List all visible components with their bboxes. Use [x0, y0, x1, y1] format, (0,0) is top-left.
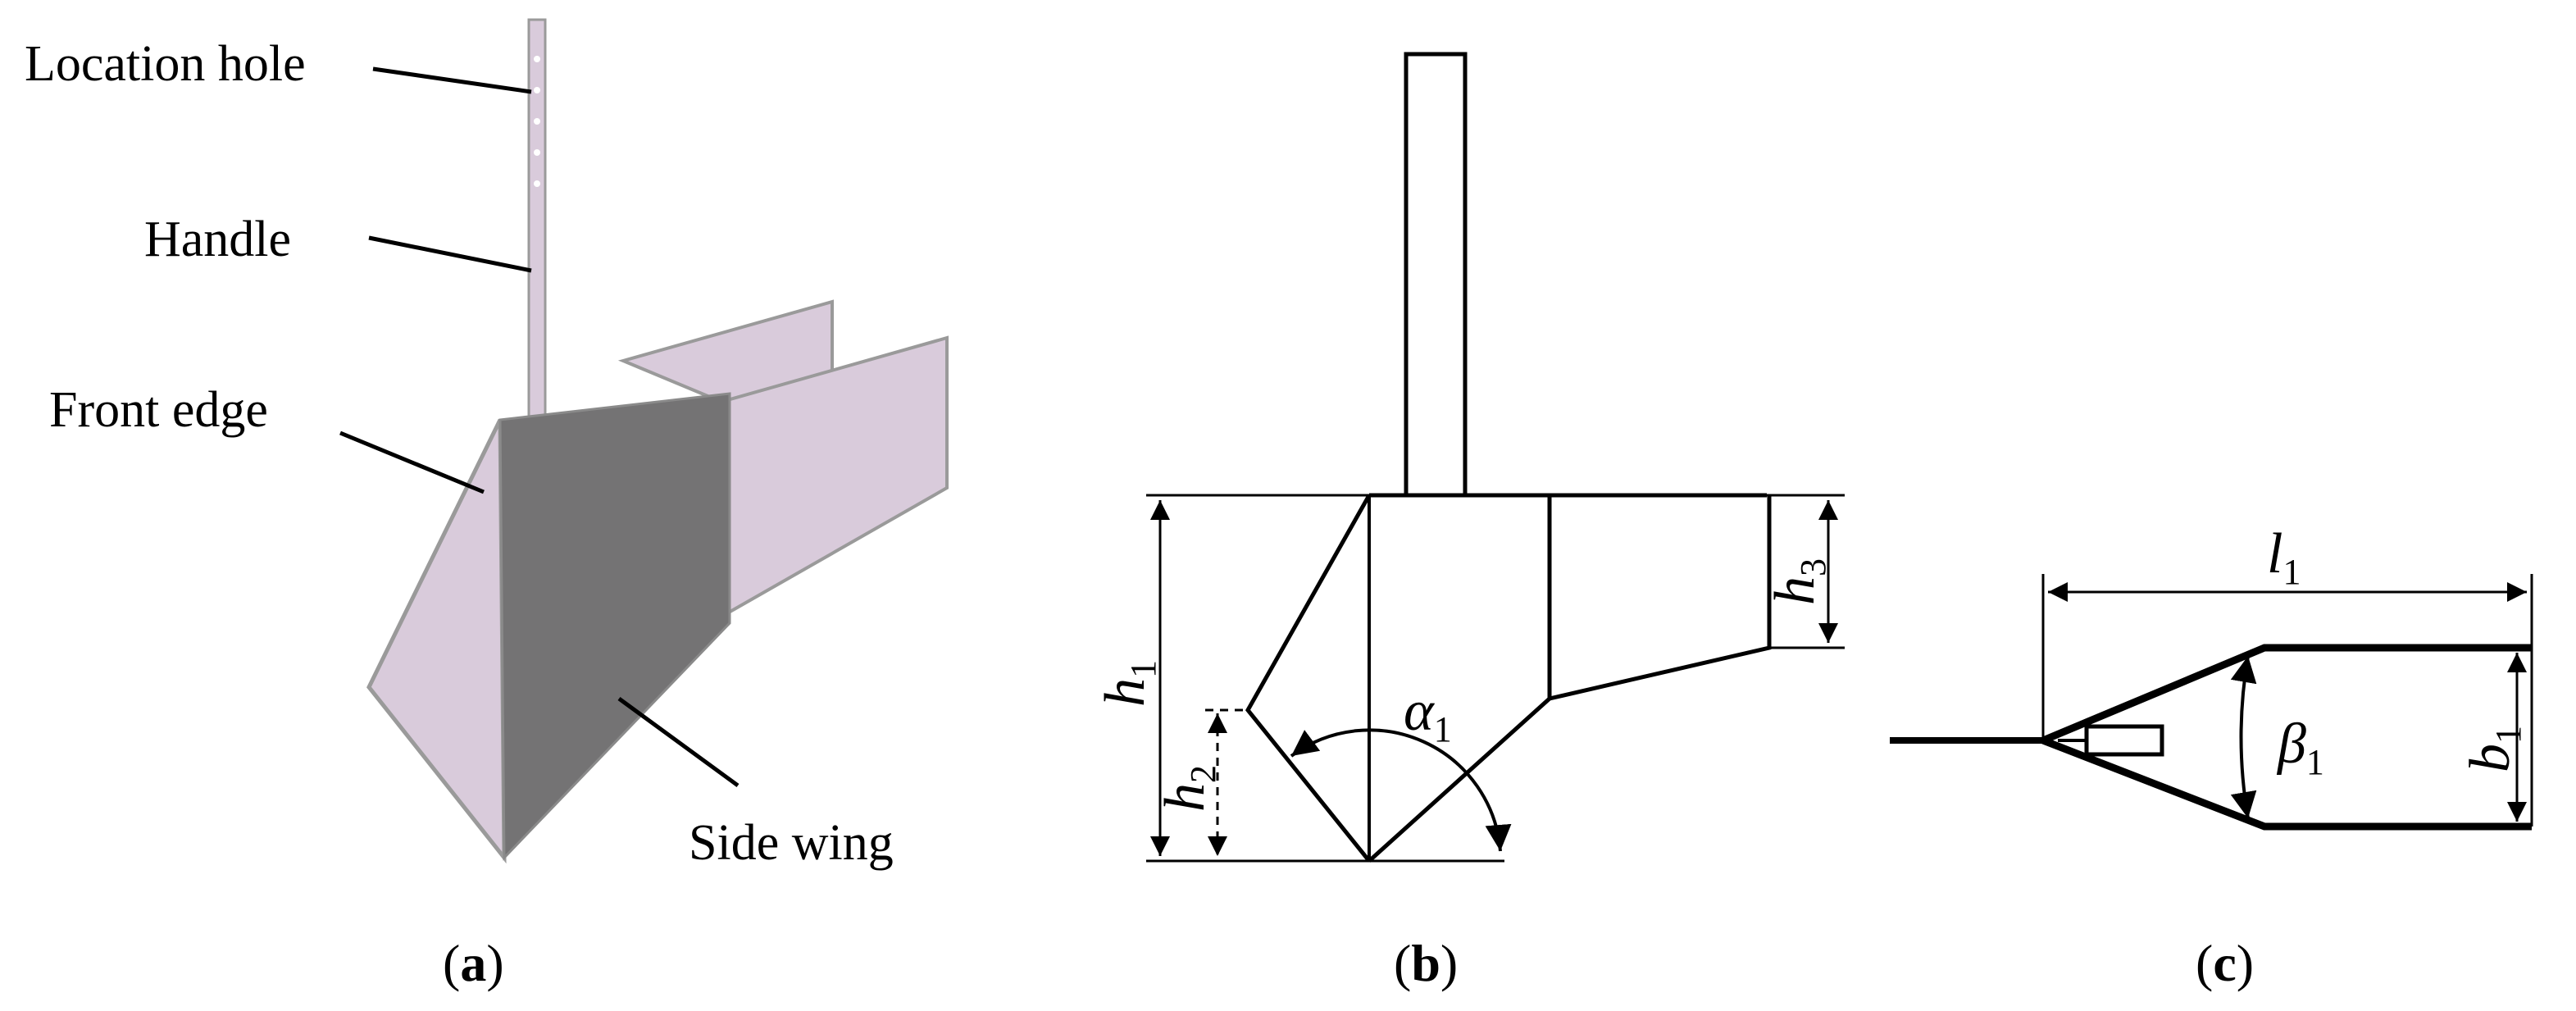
c-label-beta1: β1	[2276, 713, 2324, 782]
c-label-l1: l1	[2267, 522, 2301, 592]
leader-location-hole	[372, 66, 532, 94]
side-wing-face	[498, 392, 731, 861]
c-arc-beta	[2230, 655, 2257, 819]
b-right-body	[1368, 495, 1552, 863]
c-upper-wing	[2041, 644, 2532, 745]
b-label-h2: h2	[1154, 765, 1223, 812]
caption-b: (b)	[1394, 934, 1458, 992]
front-edge-face	[366, 418, 507, 864]
handle-shape	[527, 18, 547, 423]
b-left-wing	[1245, 494, 1372, 863]
caption-c: (c)	[2196, 934, 2254, 992]
b-arc-alpha	[1290, 728, 1512, 852]
c-handle-rect	[2084, 724, 2164, 757]
c-label-b1: b1	[2459, 726, 2528, 772]
b-right-extension	[1549, 495, 1772, 701]
leader-front-edge	[339, 430, 485, 494]
leader-handle	[368, 235, 532, 273]
c-lower-wing	[2041, 736, 2532, 831]
label-location-hole: Location hole	[25, 36, 306, 92]
leader-side-wing	[617, 696, 740, 788]
location-hole-dots	[534, 56, 540, 187]
panel-c-top-view	[1890, 574, 2533, 831]
b-handle	[1404, 52, 1468, 498]
panel-b-front-view	[1146, 52, 1845, 863]
label-front-edge: Front edge	[49, 382, 268, 438]
label-side-wing: Side wing	[689, 815, 894, 871]
b-label-alpha1: α1	[1404, 680, 1452, 749]
panel-a-model: Location hole Handle Front edge Side win…	[25, 18, 949, 871]
caption-a: (a)	[443, 934, 504, 992]
label-handle: Handle	[144, 212, 291, 267]
panel-b-labels: h1 h2 h3 α1	[1094, 558, 1833, 812]
panel-c-labels: l1 β1 b1	[2267, 522, 2528, 782]
b-label-h1: h1	[1094, 660, 1163, 707]
b-label-h3: h3	[1764, 558, 1833, 605]
